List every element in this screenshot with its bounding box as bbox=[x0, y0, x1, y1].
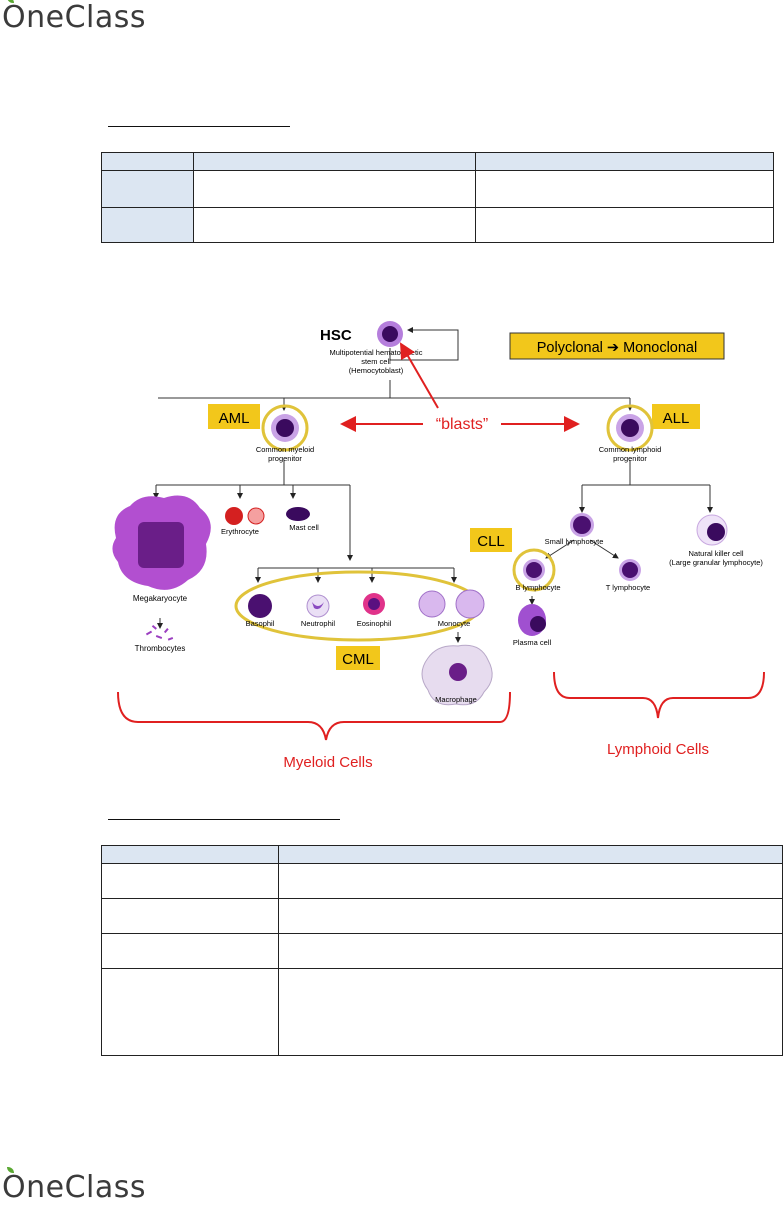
table-2 bbox=[101, 845, 783, 1056]
table-cell bbox=[278, 933, 783, 969]
polyclonal-banner-text: Polyclonal ➔ Monoclonal bbox=[537, 340, 697, 356]
hsc-desc-3: (Hemocytoblast) bbox=[349, 366, 404, 375]
table-cell bbox=[475, 207, 774, 243]
myeloid-brace bbox=[117, 691, 511, 741]
hsc-nucleus bbox=[382, 326, 398, 342]
table-cell bbox=[101, 207, 194, 243]
aml-label: AML bbox=[219, 410, 250, 427]
erythrocyte-cell-1 bbox=[225, 507, 243, 525]
neutrophil-nucleus bbox=[312, 602, 324, 610]
logo-text: OneClass bbox=[2, 1170, 147, 1205]
monocyte-cell-2 bbox=[455, 589, 485, 619]
lymphoid-highlight-ring bbox=[606, 404, 654, 452]
neutrophil-label: Neutrophil bbox=[301, 619, 336, 628]
table-row bbox=[101, 898, 783, 934]
macrophage-nucleus bbox=[449, 663, 467, 681]
all-label: ALL bbox=[663, 410, 690, 427]
table-cell bbox=[193, 207, 476, 243]
leaf-icon bbox=[7, 0, 14, 3]
table-cell bbox=[101, 845, 279, 864]
table-cell bbox=[101, 968, 279, 1056]
table-cell bbox=[101, 898, 279, 934]
nk-nucleus bbox=[707, 523, 725, 541]
table-cell bbox=[101, 170, 194, 208]
mast-cell bbox=[286, 507, 310, 521]
megakaryocyte-label: Megakaryocyte bbox=[133, 594, 188, 603]
myeloid-highlight-ring bbox=[261, 404, 309, 452]
section-heading-rule bbox=[108, 126, 290, 127]
basophil-cell bbox=[248, 594, 272, 618]
table-cell bbox=[278, 898, 783, 934]
t-lymphocyte-label: T lymphocyte bbox=[606, 583, 650, 592]
table-row bbox=[101, 933, 783, 969]
myeloid-cells-label: Myeloid Cells bbox=[283, 754, 372, 771]
nk-cell-label-1: Natural killer cell bbox=[688, 549, 743, 558]
blasts-arrow-up bbox=[399, 342, 439, 409]
b-lymphocyte-nucleus bbox=[526, 562, 542, 578]
hsc-desc-1: Multipotential hematopoietic bbox=[330, 348, 423, 357]
megakaryocyte-nucleus bbox=[138, 522, 184, 568]
table-cell bbox=[475, 170, 774, 208]
cll-label: CLL bbox=[477, 533, 505, 550]
erythrocyte-label: Erythrocyte bbox=[221, 527, 259, 536]
small-lymphocyte-label: Small lymphocyte bbox=[545, 537, 604, 546]
table-cell bbox=[101, 863, 279, 899]
table-cell bbox=[278, 968, 783, 1056]
erythrocyte-cell-2 bbox=[247, 507, 265, 525]
hematopoiesis-diagram: HSC Multipotential hematopoietic stem ce… bbox=[112, 321, 765, 771]
logo-text: OneClass bbox=[2, 0, 147, 35]
myeloid-progenitor-nucleus bbox=[276, 419, 294, 437]
thrombocytes-icon bbox=[145, 624, 174, 641]
plasma-cell-nucleus bbox=[530, 616, 546, 632]
table-row bbox=[101, 968, 783, 1056]
thrombocytes-label: Thrombocytes bbox=[135, 644, 186, 653]
t-lymphocyte-nucleus bbox=[622, 562, 638, 578]
eosinophil-nucleus bbox=[368, 598, 380, 610]
all-badge bbox=[652, 404, 700, 429]
basophil-label: Basophil bbox=[246, 619, 275, 628]
table-cell bbox=[101, 152, 194, 171]
table-cell bbox=[278, 845, 783, 864]
table-cell bbox=[278, 863, 783, 899]
leaf-icon bbox=[7, 1167, 14, 1173]
table-cell bbox=[101, 933, 279, 969]
aml-badge bbox=[208, 404, 260, 429]
table-header-row bbox=[101, 152, 774, 171]
table-1 bbox=[101, 152, 774, 243]
cml-label: CML bbox=[342, 651, 374, 668]
oneclass-logo: OneClass bbox=[2, 0, 146, 35]
section-heading-rule-2 bbox=[108, 819, 340, 820]
cll-badge bbox=[470, 528, 512, 552]
cll-highlight-ring bbox=[512, 548, 556, 592]
cml-badge bbox=[336, 646, 380, 670]
macrophage-label: Macrophage bbox=[435, 695, 477, 704]
blasts-label: “blasts” bbox=[436, 416, 488, 433]
hsc-desc-2: stem cell bbox=[361, 357, 391, 366]
b-lymphocyte-label: B lymphocyte bbox=[515, 583, 560, 592]
monocyte-cell-1 bbox=[418, 590, 446, 618]
myeloid-progenitor-label-2: progenitor bbox=[268, 454, 302, 463]
table-cell bbox=[475, 152, 774, 171]
plasma-cell-label: Plasma cell bbox=[513, 638, 552, 647]
small-lymphocyte-nucleus bbox=[573, 516, 591, 534]
nk-cell-label-2: (Large granular lymphocyte) bbox=[669, 558, 763, 567]
polyclonal-banner bbox=[509, 332, 725, 360]
table-cell bbox=[193, 152, 476, 171]
lymphoid-cells-label: Lymphoid Cells bbox=[607, 741, 709, 758]
mast-cell-label: Mast cell bbox=[289, 523, 319, 532]
lymphoid-brace bbox=[553, 671, 765, 719]
monocyte-label: Monocyte bbox=[438, 619, 471, 628]
table-row bbox=[101, 207, 774, 243]
table-cell bbox=[193, 170, 476, 208]
table-row bbox=[101, 863, 783, 899]
lymphoid-progenitor-label-1: Common lymphoid bbox=[599, 445, 662, 454]
lymphoid-progenitor-nucleus bbox=[621, 419, 639, 437]
eosinophil-label: Eosinophil bbox=[357, 619, 392, 628]
oneclass-logo-footer: OneClass bbox=[2, 1167, 147, 1205]
myeloid-progenitor-label-1: Common myeloid bbox=[256, 445, 314, 454]
table-row bbox=[101, 170, 774, 208]
table-header-row bbox=[101, 845, 783, 864]
lymphoid-progenitor-label-2: progenitor bbox=[613, 454, 647, 463]
hsc-label: HSC bbox=[320, 327, 352, 344]
